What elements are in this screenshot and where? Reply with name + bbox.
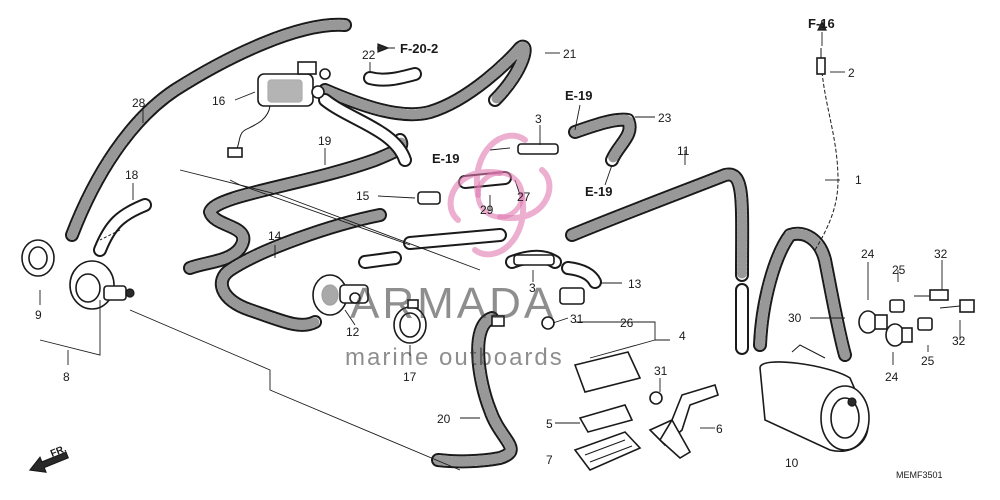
callout-27: 27 [517,190,531,204]
callout-2: 2 [848,66,855,80]
callout-10: 10 [785,456,799,470]
callout-17: 17 [403,370,417,384]
grommet-24-upper [858,310,888,334]
callout-20: 20 [437,412,451,426]
cable-end-2 [816,57,826,75]
callout-29: 29 [480,203,494,217]
hoses [65,17,852,469]
callout-31-lower: 31 [654,364,668,378]
callout-1: 1 [855,173,862,187]
bolt-32-lower [939,299,975,313]
callout-30: 30 [788,311,802,325]
callout-23: 23 [658,111,672,125]
leader-lines [39,32,961,471]
callout-18: 18 [125,168,139,182]
watermark-emblem [447,132,553,258]
fitting-26 [559,287,585,305]
callout-25-lower: 25 [921,354,935,368]
clamp-17 [393,299,427,344]
grommet-24-lower [885,323,913,347]
ref-e-19-bottom: E-19 [585,184,612,199]
reference-labels: F-20-2 E-19 E-19 E-19 F-16 [400,16,835,199]
callout-8: 8 [63,370,70,384]
callout-24-lower: 24 [885,370,899,384]
collar-25-lower [917,317,933,331]
valve-12 [312,274,369,316]
ref-f-20-2: F-20-2 [400,41,438,56]
diagram-code: MEMF3501 [896,470,943,480]
watermark-tagline: marine outboards [345,344,564,371]
callout-13: 13 [628,277,642,291]
callout-31-upper: 31 [570,312,584,326]
bolt-31-lower [649,391,663,405]
callout-9: 9 [35,308,42,322]
fitting-3-lower [513,254,555,266]
front-direction-arrow [28,451,69,473]
callout-6: 6 [716,422,723,436]
canister-10 [759,344,870,452]
watermark: ARMADA marine outboards [345,132,564,371]
cable-1 [814,71,839,251]
bracket-6 [648,384,719,459]
callout-3-lower: 3 [529,281,536,295]
bracket-5-7 [573,351,642,471]
callout-21: 21 [563,47,577,61]
valve-assembly-8 [21,239,135,310]
callout-26: 26 [620,316,634,330]
callout-12: 12 [346,325,360,339]
callout-28: 28 [132,96,146,110]
callout-24-upper: 24 [861,247,875,261]
fitting-3-upper [517,143,559,155]
callout-22: 22 [362,48,376,62]
bolt-32-upper [914,289,949,301]
fitting-15 [417,191,441,205]
callout-4: 4 [679,329,686,343]
callout-19: 19 [318,134,332,148]
collar-25-upper [889,299,905,313]
watermark-brand: ARMADA [350,279,556,328]
callout-16: 16 [212,94,226,108]
ref-e-19-top: E-19 [565,88,592,103]
callout-25-upper: 25 [892,263,906,277]
callout-32-lower: 32 [952,334,966,348]
ref-f-16: F-16 [808,16,835,31]
callout-11: 11 [677,144,690,158]
ref-e-19-left: E-19 [432,151,459,166]
solenoid-valve-16 [227,61,331,158]
callout-7: 7 [546,453,553,467]
callout-32-upper: 32 [934,247,948,261]
callouts: 1 2 3 3 4 5 6 7 8 9 10 11 12 13 14 15 16… [35,47,966,470]
callout-15: 15 [356,189,370,203]
callout-3-upper: 3 [535,112,542,126]
callout-5: 5 [546,417,553,431]
callout-14: 14 [268,229,282,243]
